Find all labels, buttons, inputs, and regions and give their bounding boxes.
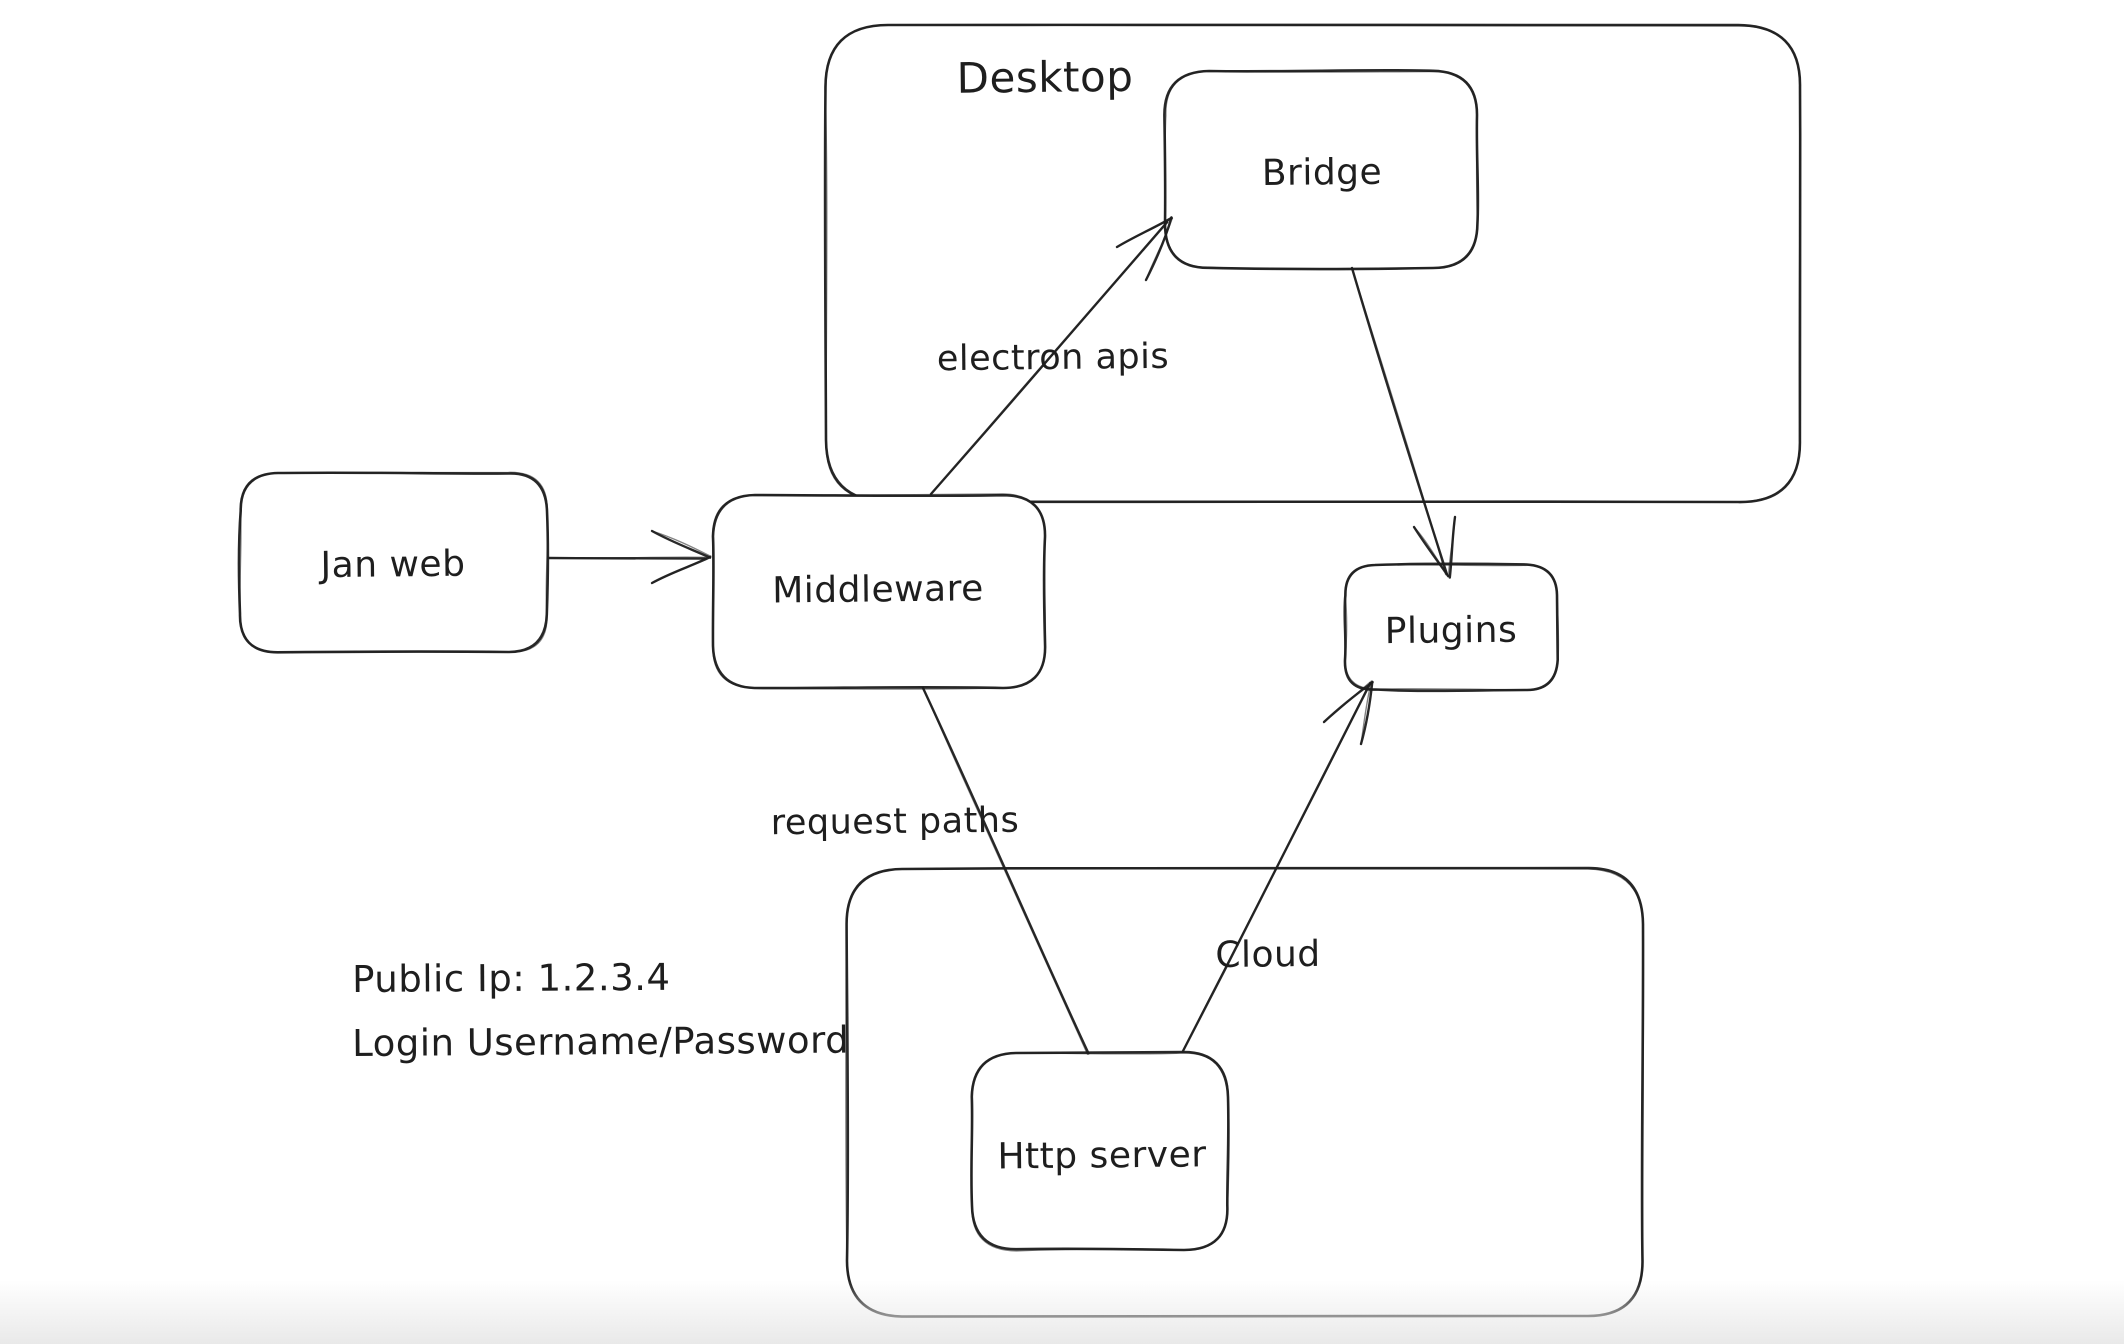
node-bridge-label[interactable]: Bridge xyxy=(1261,151,1383,195)
edge-bridge-plugins[interactable] xyxy=(1351,267,1447,576)
node-jan-web-box[interactable] xyxy=(239,471,549,654)
edge-middleware-bridge[interactable] xyxy=(930,220,1169,495)
node-middleware-box[interactable] xyxy=(711,493,1047,690)
arrowhead-into-middleware[interactable] xyxy=(651,530,712,558)
cloud-container-label[interactable]: Cloud xyxy=(1215,933,1321,976)
desktop-container-label[interactable]: Desktop xyxy=(956,51,1134,103)
node-plugins-label[interactable]: Plugins xyxy=(1384,609,1518,653)
arrowhead-into-bridge[interactable] xyxy=(1116,217,1174,248)
edge-middleware-http-server[interactable] xyxy=(921,686,1090,1055)
arrowhead-into-middleware[interactable] xyxy=(650,529,712,559)
arrowhead-into-plugins-bottom[interactable] xyxy=(1360,681,1372,745)
annotation-login[interactable]: Login Username/Password xyxy=(352,1018,850,1065)
arrowhead-into-plugins-bottom[interactable] xyxy=(1323,680,1373,723)
edge-label-electron-apis[interactable]: electron apis xyxy=(936,336,1170,380)
edge-http-server-plugins[interactable] xyxy=(1182,683,1370,1052)
annotation-public-ip[interactable]: Public Ip: 1.2.3.4 xyxy=(352,955,671,1001)
edge-jan-web-middleware[interactable] xyxy=(548,556,707,559)
arrowhead-into-plugins-top[interactable] xyxy=(1413,526,1450,578)
edge-label-request-paths[interactable]: request paths xyxy=(770,800,1020,844)
edge-middleware-http-server[interactable] xyxy=(922,687,1089,1055)
node-http-server-box[interactable] xyxy=(970,1051,1230,1252)
node-http-server-label[interactable]: Http server xyxy=(997,1134,1207,1178)
desktop-container-box[interactable] xyxy=(824,23,1802,503)
arrowhead-into-plugins-top[interactable] xyxy=(1447,516,1456,578)
arrowhead-into-bridge[interactable] xyxy=(1145,217,1173,281)
node-plugins-box[interactable] xyxy=(1344,563,1560,691)
node-bridge-box[interactable] xyxy=(1164,70,1479,270)
node-jan-web-label[interactable]: Jan web xyxy=(320,543,466,587)
node-middleware-label[interactable]: Middleware xyxy=(772,568,984,612)
arrowhead-into-middleware[interactable] xyxy=(651,555,712,584)
